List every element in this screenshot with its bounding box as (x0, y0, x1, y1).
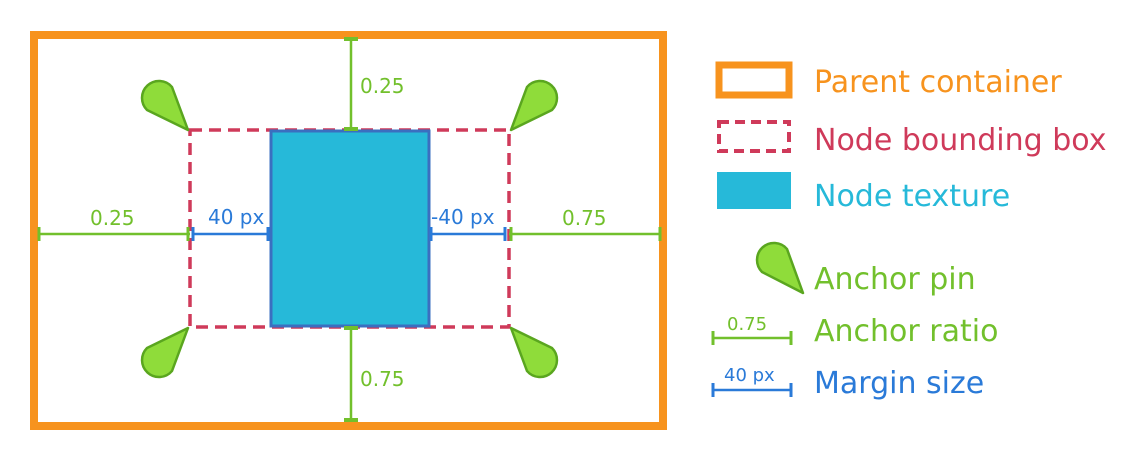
left-anchor-ratio-line (37, 227, 190, 241)
margin-size-sample-label: 40 px (724, 365, 775, 386)
right-margin-label: -40 px (431, 205, 495, 229)
right-anchor-ratio-label: 0.75 (562, 206, 607, 230)
bottom-anchor-ratio-label: 0.75 (360, 367, 405, 391)
legend: Parent container Node bounding box Node … (711, 61, 1106, 401)
bottom-anchor-ratio-line (344, 326, 358, 422)
legend-label-margin-size: Margin size (814, 366, 984, 401)
legend-item-margin-size: 40 px Margin size (711, 365, 984, 401)
legend-item-anchor-ratio: 0.75 Anchor ratio (711, 314, 998, 349)
parent-container-swatch (715, 61, 793, 99)
legend-label-anchor-ratio: Anchor ratio (814, 314, 998, 349)
anchor-pin-top-left (140, 79, 190, 132)
node-texture (269, 129, 431, 328)
anchor-ratio-sample-label: 0.75 (727, 314, 767, 335)
left-margin-line (191, 227, 270, 241)
legend-item-anchor-pin: Anchor pin (755, 241, 976, 297)
legend-label-anchor-pin: Anchor pin (814, 262, 976, 297)
left-margin-label: 40 px (208, 205, 265, 229)
margin-size-swatch (711, 383, 793, 397)
right-margin-line (429, 227, 507, 241)
top-anchor-ratio-label: 0.25 (360, 74, 405, 98)
anchor-pin-top-right (509, 79, 559, 132)
anchor-pin-icon (755, 241, 805, 295)
legend-label-node-bounding-box: Node bounding box (814, 123, 1106, 158)
top-anchor-ratio-line (344, 37, 358, 131)
legend-label-parent-container: Parent container (814, 65, 1062, 100)
node-bounding-box-swatch (717, 120, 791, 153)
left-anchor-ratio-label: 0.25 (90, 206, 135, 230)
anchor-pin-bottom-right (509, 326, 559, 379)
node-texture-swatch (717, 172, 791, 209)
parent-container (30, 31, 667, 430)
anchor-ratio-swatch (711, 331, 793, 345)
anchor-pin-bottom-left (140, 326, 190, 379)
right-anchor-ratio-line (509, 227, 662, 241)
legend-label-node-texture: Node texture (814, 179, 1010, 214)
legend-item-node-bounding-box: Node bounding box (717, 120, 1106, 158)
legend-item-node-texture: Node texture (717, 172, 1010, 214)
legend-item-parent-container: Parent container (715, 61, 1062, 100)
